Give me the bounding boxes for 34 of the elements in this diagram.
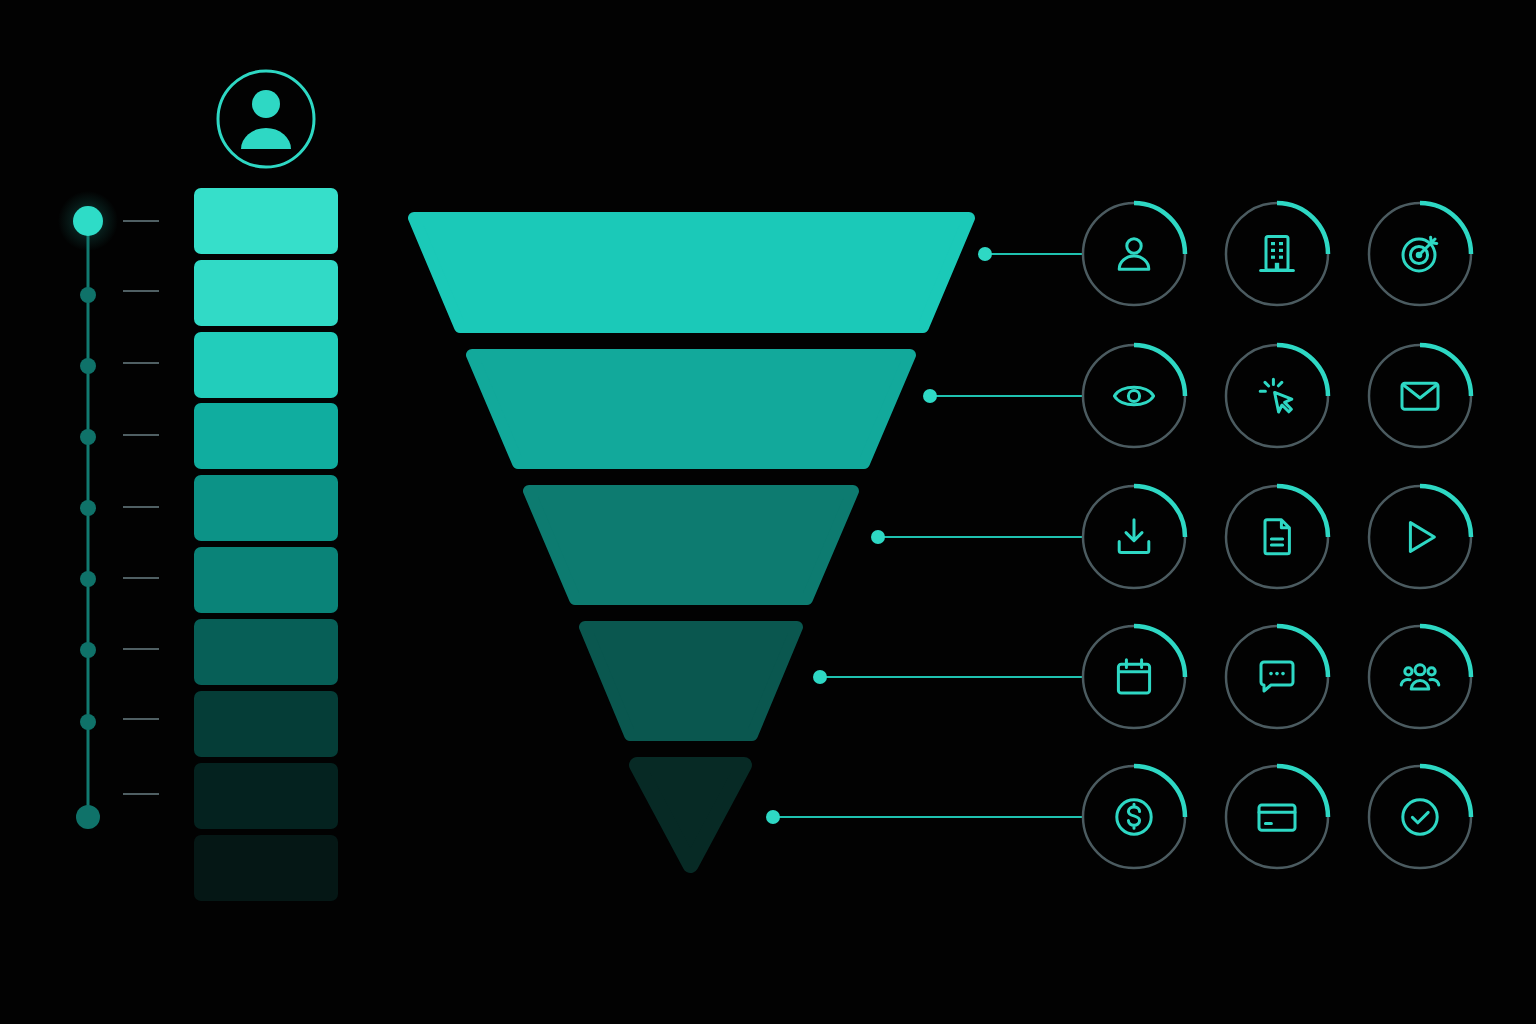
connector-line xyxy=(766,810,1083,824)
funnel-layer xyxy=(408,212,975,333)
progress-ring xyxy=(1081,484,1187,590)
progress-ring xyxy=(1367,764,1473,870)
progress-ring xyxy=(1367,624,1473,730)
connector-line xyxy=(871,530,1083,544)
progress-ring xyxy=(1224,484,1330,590)
progress-ring xyxy=(1224,343,1330,449)
progress-ring xyxy=(1224,201,1330,307)
funnel-layer xyxy=(579,621,803,741)
funnel-tip xyxy=(629,757,752,873)
level-bar xyxy=(194,547,338,613)
progress-ring xyxy=(1224,624,1330,730)
progress-ring xyxy=(1367,343,1473,449)
level-bar xyxy=(194,691,338,757)
progress-ring xyxy=(1224,764,1330,870)
connector-line xyxy=(923,389,1083,403)
level-bar xyxy=(194,619,338,685)
level-bar xyxy=(194,188,338,254)
funnel-layer xyxy=(523,485,859,605)
funnel-layer xyxy=(466,349,916,469)
progress-ring xyxy=(1081,343,1187,449)
progress-ring xyxy=(1367,484,1473,590)
level-bar xyxy=(194,475,338,541)
level-bar xyxy=(194,763,338,829)
connector-line xyxy=(813,670,1083,684)
progress-ring xyxy=(1367,201,1473,307)
level-bar xyxy=(194,260,338,326)
level-bar xyxy=(194,332,338,398)
connector-line xyxy=(978,247,1083,261)
progress-ring xyxy=(1081,624,1187,730)
level-bar xyxy=(194,403,338,469)
progress-ring xyxy=(1081,201,1187,307)
progress-ring xyxy=(1081,764,1187,870)
